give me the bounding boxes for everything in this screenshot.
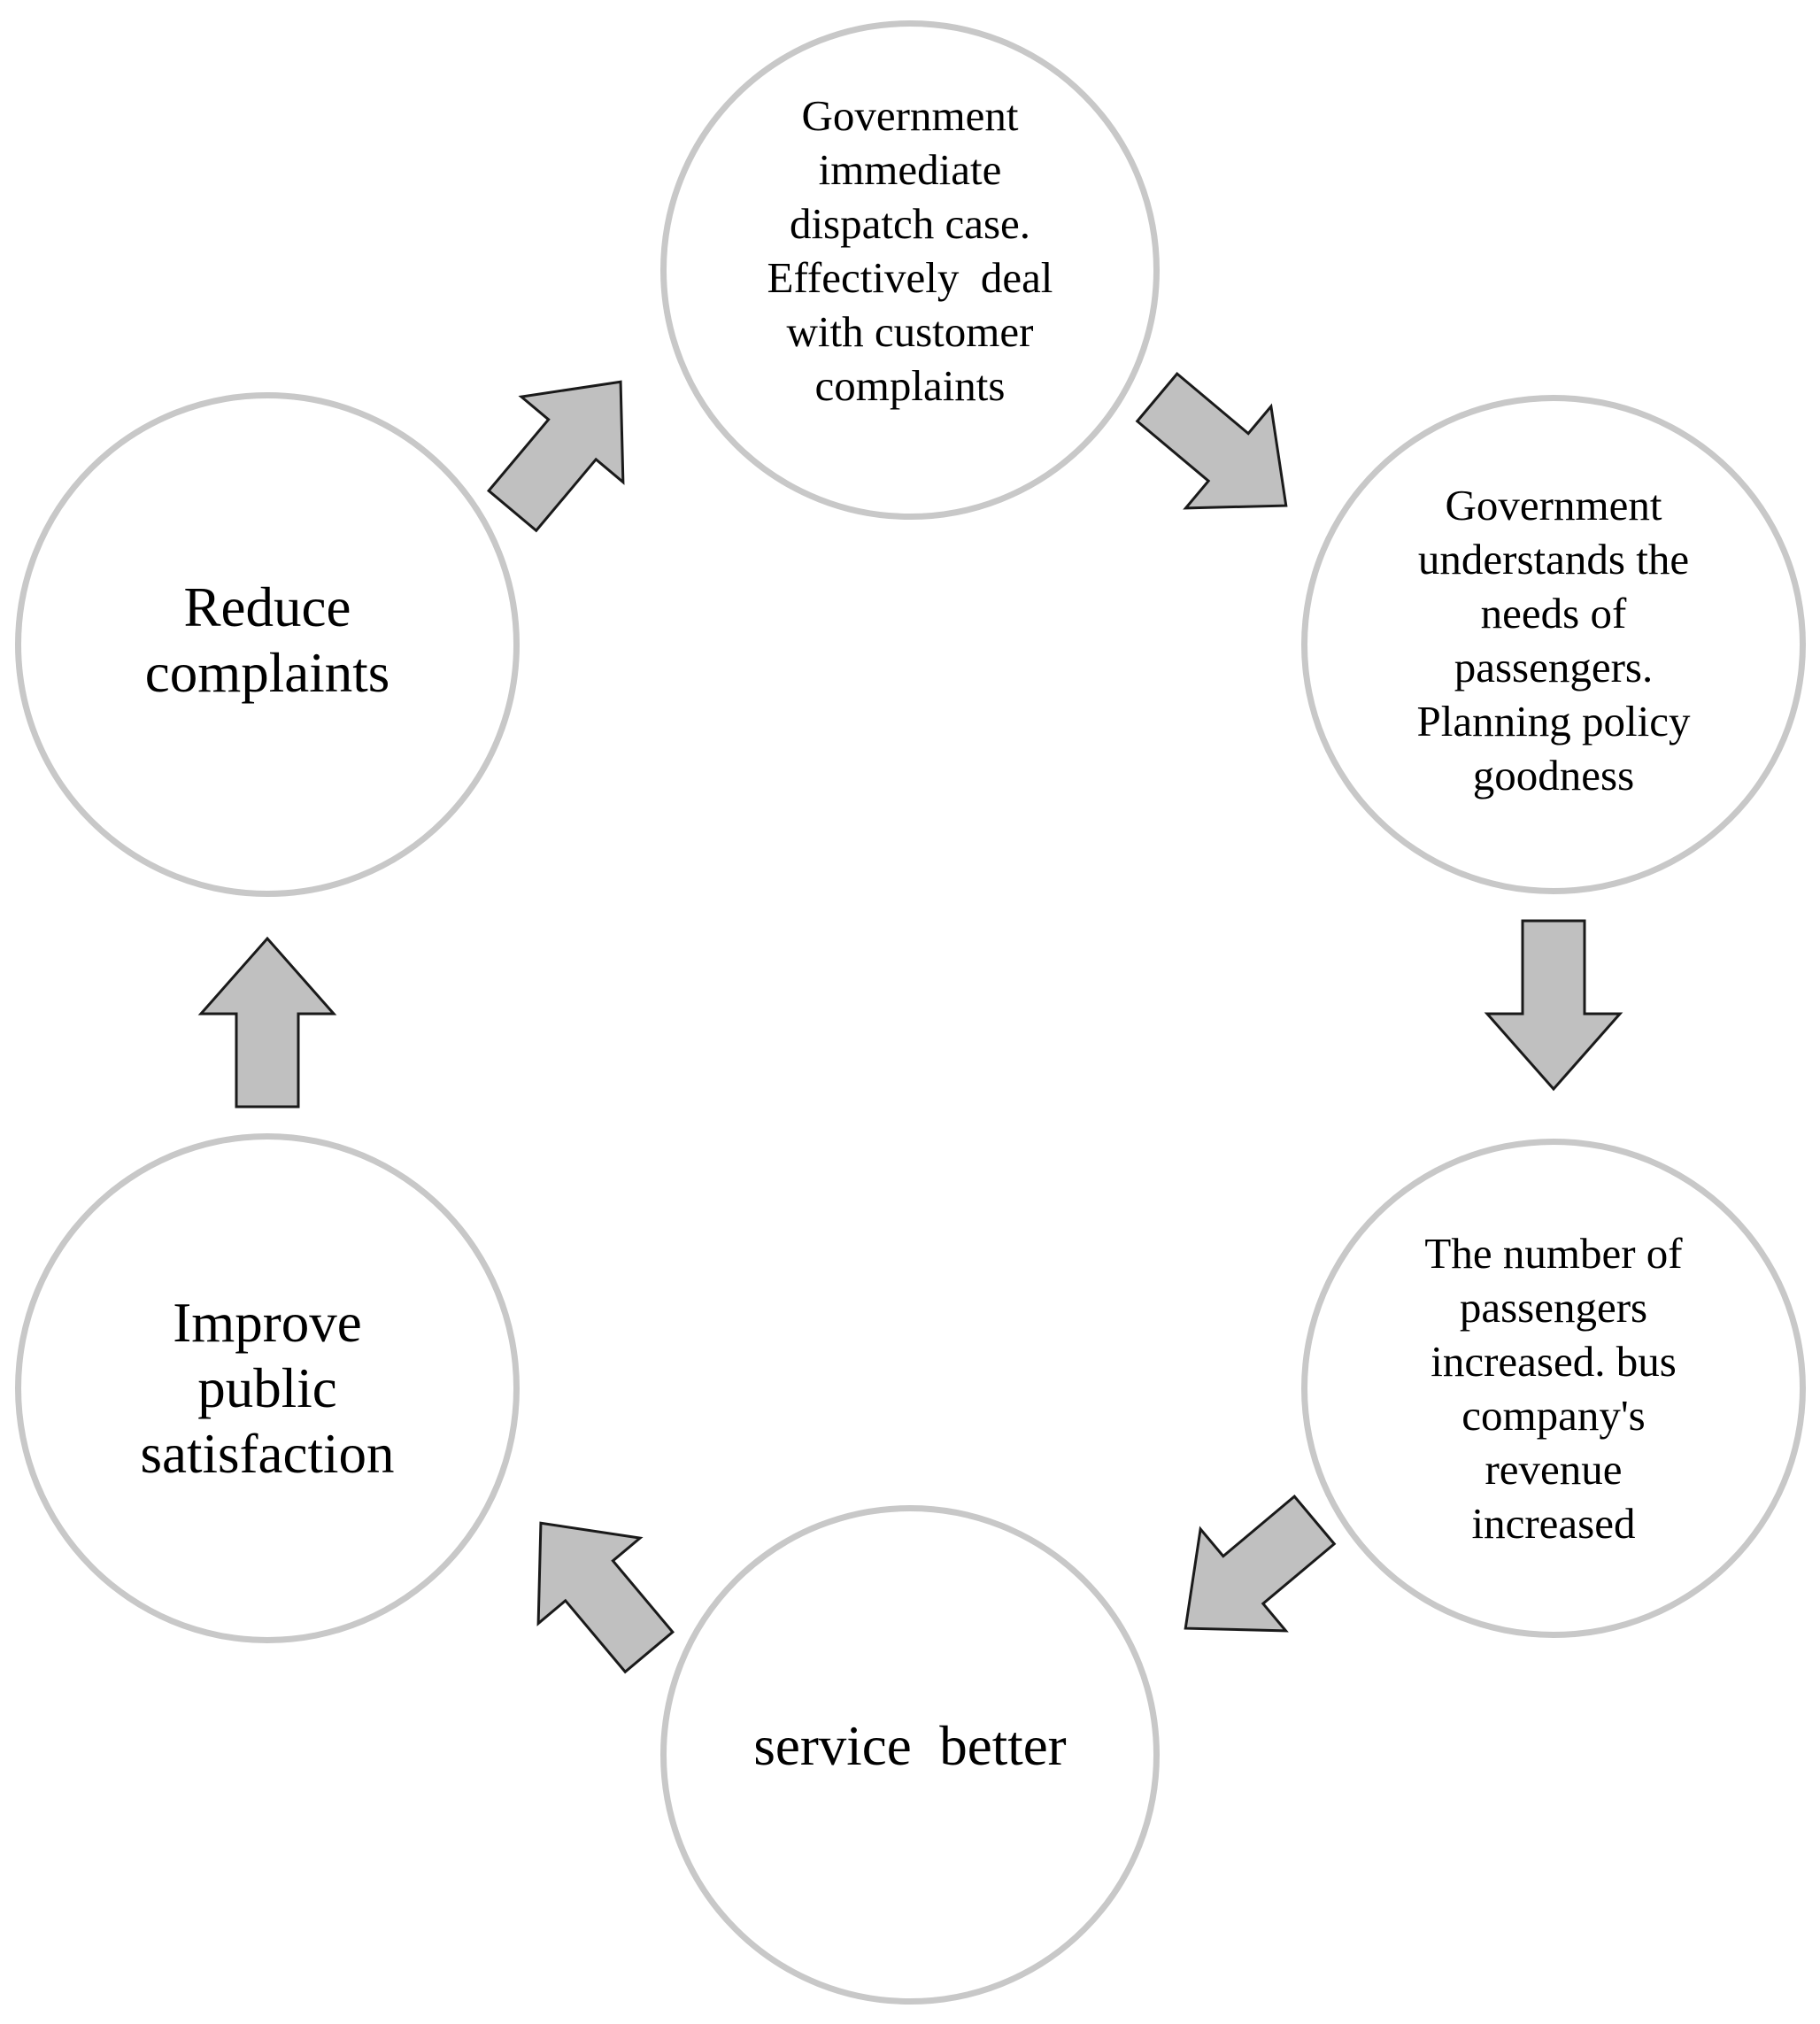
node-line: revenue <box>1485 1445 1623 1494</box>
node-line: complaints <box>144 642 390 704</box>
arrow-down-left-icon <box>1184 1495 1337 1633</box>
node-line: Improve <box>173 1292 362 1354</box>
node-text: Government immediate dispatch case. Effe… <box>767 89 1053 413</box>
node-line: passengers. <box>1454 643 1654 691</box>
node-improve-satisfaction: Improve public satisfaction <box>15 1133 520 1643</box>
node-line: service better <box>753 1715 1067 1777</box>
node-line: company's <box>1461 1391 1646 1440</box>
node-line: needs of <box>1480 589 1627 637</box>
node-line: increased. bus <box>1431 1337 1677 1386</box>
node-line: satisfaction <box>140 1423 395 1485</box>
node-line: increased <box>1471 1499 1636 1548</box>
node-text: Reduce complaints <box>145 575 389 706</box>
node-line: understands the <box>1417 535 1690 583</box>
node-line: Government <box>1445 481 1662 529</box>
node-text: Government understands the needs of pass… <box>1417 478 1691 802</box>
node-government-understands: Government understands the needs of pass… <box>1301 395 1806 894</box>
node-line: The number of <box>1424 1229 1683 1278</box>
arrow-up-right-icon <box>487 380 625 533</box>
node-line: Government <box>801 90 1019 140</box>
arrow-up-left-icon <box>536 1521 675 1674</box>
node-government-dispatch: Government immediate dispatch case. Effe… <box>660 20 1160 520</box>
node-line: public <box>197 1357 337 1419</box>
node-text: The number of passengers increased. bus … <box>1424 1226 1682 1550</box>
node-line: complaints <box>814 360 1006 410</box>
node-reduce-complaints: Reduce complaints <box>15 392 520 897</box>
node-passengers-revenue: The number of passengers increased. bus … <box>1301 1139 1806 1638</box>
node-text: Improve public satisfaction <box>141 1290 395 1487</box>
node-line: with customer <box>786 306 1034 356</box>
node-line: Effectively deal <box>767 252 1053 302</box>
node-line: goodness <box>1472 751 1635 800</box>
node-service-better: service better <box>660 1505 1160 2005</box>
arrow-up-icon <box>197 936 337 1109</box>
node-line: immediate <box>818 144 1002 194</box>
node-line: Planning policy <box>1416 697 1691 745</box>
node-line: passengers <box>1459 1283 1648 1332</box>
arrow-down-icon <box>1484 919 1623 1092</box>
node-line: Reduce <box>183 576 351 638</box>
node-text: service better <box>753 1713 1066 1779</box>
node-line: dispatch case. <box>789 198 1031 248</box>
arrow-down-right-icon <box>1135 372 1288 510</box>
